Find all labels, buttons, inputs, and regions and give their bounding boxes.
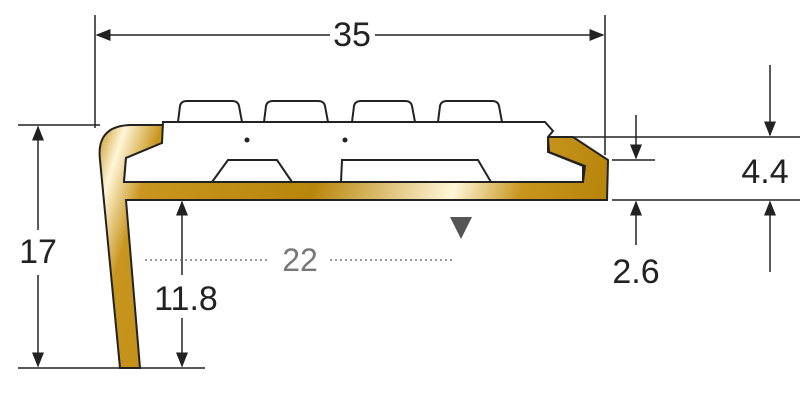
height-label: 17 [19,233,57,271]
triangle-marker-icon [450,217,472,239]
dimension-depth: 22 [145,217,472,278]
dimension-insert-offset: 4.4 [560,65,800,272]
width-label: 35 [333,16,371,54]
rubber-insert [122,100,584,183]
base-thickness-label: 2.6 [612,253,659,291]
dimension-width: 35 [94,15,606,155]
dimension-height: 17 [18,124,205,369]
inner-height-label: 11.8 [154,280,218,318]
depth-label: 22 [282,242,318,278]
dimension-inner-height: 11.8 [154,200,218,368]
insert-offset-label: 4.4 [741,153,788,191]
dimension-base-thickness: 2.6 [612,115,660,291]
